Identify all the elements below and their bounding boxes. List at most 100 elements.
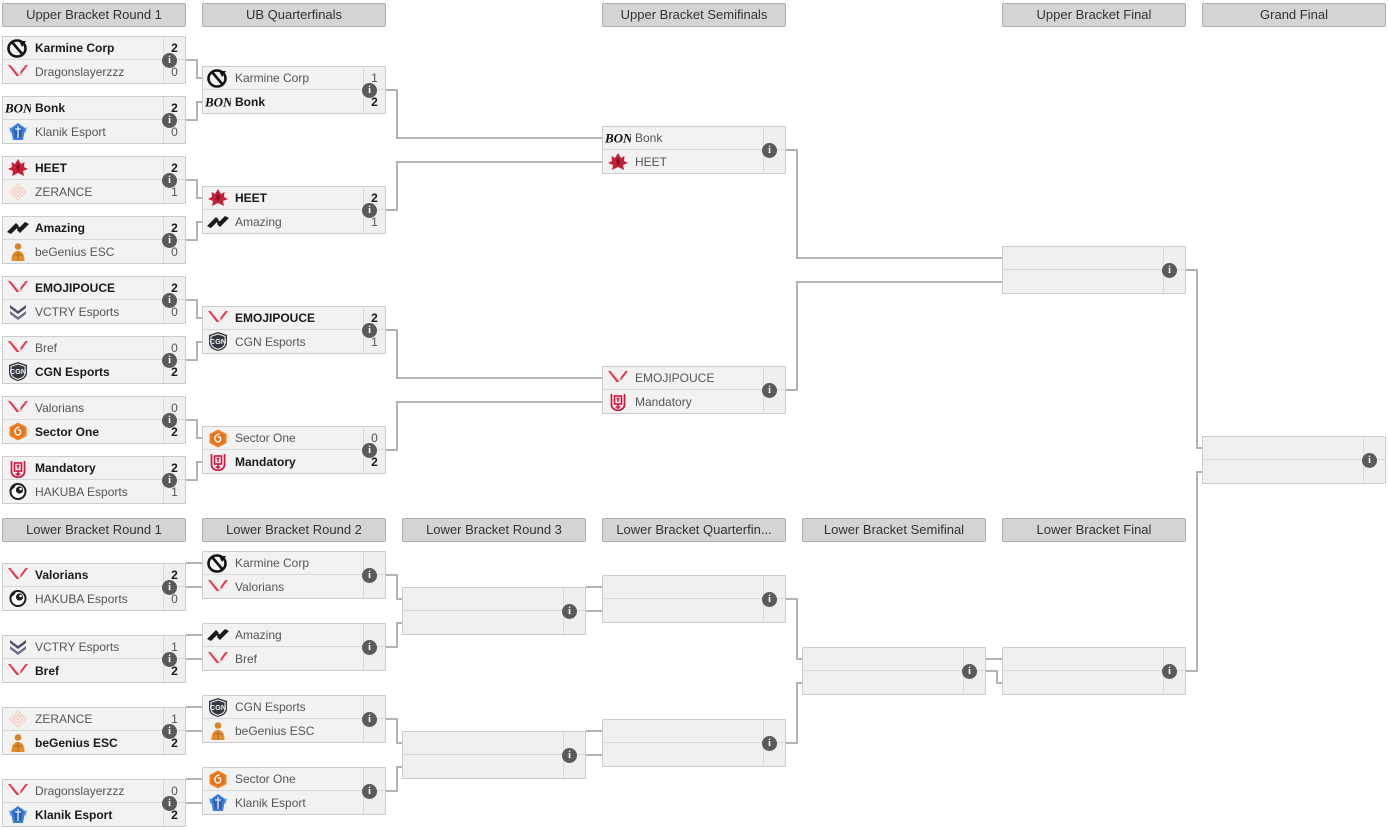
match-info-icon[interactable]: i — [1162, 262, 1177, 278]
match-lbf_m1[interactable] — [1002, 647, 1186, 695]
match-ubf_m1-team-top[interactable] — [1003, 247, 1185, 271]
match-info-icon[interactable]: i — [162, 472, 177, 488]
match-lbf_m1-team-top[interactable] — [1003, 648, 1185, 672]
match-lbqf_m1-team-top[interactable] — [603, 576, 785, 600]
match-lbqf_m2[interactable] — [602, 719, 786, 767]
match-lbr2_m4-team-bottom[interactable]: Klanik Esport — [203, 791, 385, 814]
match-info-icon[interactable]: i — [162, 412, 177, 428]
match-info-icon[interactable]: i — [162, 723, 177, 739]
match-lbr3_m1[interactable] — [402, 587, 586, 635]
match-lbr2_m4-team-top[interactable]: Sector One — [203, 768, 385, 792]
match-lbqf_m2-team-top[interactable] — [603, 720, 785, 744]
match-info-icon[interactable]: i — [362, 783, 377, 799]
match-ubqf_m1-team-bottom[interactable]: BONKBonk2 — [203, 90, 385, 113]
match-lbsf_m1-team-bottom[interactable] — [803, 671, 985, 694]
match-lbr3_m2-team-top[interactable] — [403, 732, 585, 756]
match-lbr2_m1-team-bottom[interactable]: Valorians — [203, 575, 385, 598]
match-ubsf_m2-team-top[interactable]: EMOJIPOUCE — [603, 367, 785, 391]
match-info-icon[interactable]: i — [362, 567, 377, 583]
match-ubsf_m1-team-bottom[interactable]: HEET — [603, 150, 785, 173]
match-lbr2_m1-team-top[interactable]: Karmine Corp — [203, 552, 385, 576]
match-info-icon[interactable]: i — [162, 292, 177, 308]
match-ubsf_m2-team-bottom[interactable]: Mandatory — [603, 390, 785, 413]
match-info-icon[interactable]: i — [762, 735, 777, 751]
match-info-icon[interactable]: i — [162, 579, 177, 595]
match-lbr3_m2[interactable] — [402, 731, 586, 779]
match-info-icon[interactable]: i — [962, 663, 977, 679]
match-lbf_m1-team-bottom[interactable] — [1003, 671, 1185, 694]
match-lbqf_m1-team-bottom[interactable] — [603, 599, 785, 622]
match-lbsf_m1[interactable] — [802, 647, 986, 695]
match-ubsf_m1-team-top[interactable]: BONKBonk — [603, 127, 785, 151]
match-ubr1_m2-team-top[interactable]: BONKBonk2 — [3, 97, 185, 121]
match-gf_m1[interactable] — [1202, 436, 1386, 484]
match-lbqf_m2-team-bottom[interactable] — [603, 743, 785, 766]
match-info-icon[interactable]: i — [762, 591, 777, 607]
match-ubf_m1[interactable] — [1002, 246, 1186, 294]
match-info-icon[interactable]: i — [162, 651, 177, 667]
match-info-icon[interactable]: i — [162, 352, 177, 368]
match-info-icon[interactable]: i — [162, 232, 177, 248]
match-lbr2_m2-team-bottom[interactable]: Bref — [203, 647, 385, 670]
match-info-icon[interactable]: i — [762, 142, 777, 158]
match-info-icon[interactable]: i — [1362, 452, 1377, 468]
match-info-icon[interactable]: i — [362, 442, 377, 458]
match-info-icon[interactable]: i — [562, 603, 577, 619]
match-info-icon[interactable]: i — [162, 172, 177, 188]
match-lbr3_m1-team-top[interactable] — [403, 588, 585, 612]
match-ubsf_m1[interactable]: BONKBonkHEET — [602, 126, 786, 174]
match-ubqf_m1[interactable]: Karmine Corp1BONKBonk2 — [202, 66, 386, 114]
match-gf_m1-team-top[interactable] — [1203, 437, 1385, 461]
match-info-icon[interactable]: i — [362, 711, 377, 727]
match-lbr3_m2-team-bottom[interactable] — [403, 755, 585, 778]
match-lbr2_m2-team-top[interactable]: Amazing — [203, 624, 385, 648]
match-lbsf_m1-team-top[interactable] — [803, 648, 985, 672]
match-info-icon[interactable]: i — [162, 795, 177, 811]
match-info-icon[interactable]: i — [362, 639, 377, 655]
match-info-icon[interactable]: i — [362, 82, 377, 98]
